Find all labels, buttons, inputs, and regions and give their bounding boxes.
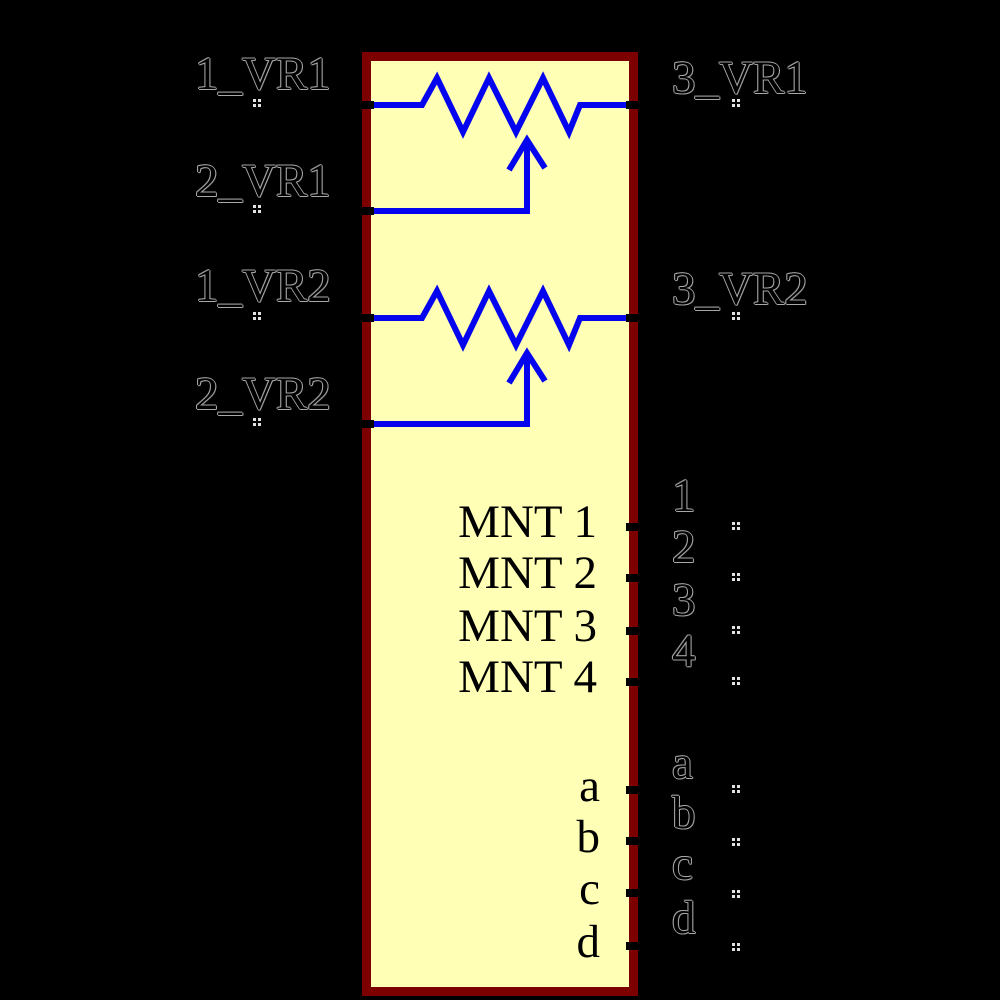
pin-number-c: c [672, 838, 693, 890]
pin-name-mnt4: MNT 4 [458, 651, 597, 703]
pin-attr-dots-icon [732, 890, 735, 893]
vr1-wiper-shaft [371, 141, 530, 214]
pin-name-d: d [576, 916, 601, 968]
pin-attr-dots-icon [732, 573, 735, 576]
pin-attr-dots-icon [253, 418, 256, 421]
pin-number-mnt1: 1 [672, 470, 696, 522]
pin-attr-dots-icon [253, 99, 256, 102]
pin-stub-ticks [358, 101, 642, 950]
pin-number-a: a [672, 737, 693, 789]
pin-name-mnt2: MNT 2 [458, 547, 597, 599]
pin-label-2-vr2: 2_VR2 [195, 368, 331, 420]
pin-number-mnt4: 4 [672, 625, 696, 677]
pin-attr-dots-icon [732, 677, 735, 680]
pin-name-c: c [579, 863, 600, 915]
pin-label-2-vr1: 2_VR1 [195, 155, 331, 207]
pin-name-a: a [579, 760, 600, 812]
pin-name-mnt3: MNT 3 [458, 600, 597, 652]
pin-attr-dots-icon [732, 785, 735, 788]
pin-attr-dots-icon [732, 943, 735, 946]
pin-attr-dots-icon [732, 626, 735, 629]
pin-number-mnt2: 2 [672, 521, 696, 573]
pin-label-3-vr1: 3_VR1 [672, 52, 808, 104]
pin-attr-dots-icon [732, 312, 735, 315]
pin-label-3-vr2: 3_VR2 [672, 263, 808, 315]
pin-attr-dots-icon [732, 838, 735, 841]
pin-number-b: b [672, 787, 696, 839]
pin-name-b: b [576, 811, 601, 863]
pin-attr-dots-icon [732, 99, 735, 102]
vr2-wiper-arrowhead [506, 347, 548, 385]
vr1-wiper-arrowhead [506, 134, 548, 172]
pin-number-d: d [672, 892, 696, 944]
pin-label-1-vr1: 1_VR1 [195, 48, 331, 100]
pin-attr-dots-icon [253, 312, 256, 315]
vr1-resistor-zigzag [371, 71, 629, 140]
pin-attr-dots-icon [253, 205, 256, 208]
pin-number-mnt3: 3 [672, 574, 696, 626]
vr2-resistor-zigzag [371, 284, 629, 353]
pin-name-mnt1: MNT 1 [458, 496, 597, 548]
pin-attr-dots-icon [732, 522, 735, 525]
vr2-wiper-shaft [371, 354, 530, 427]
pin-label-1-vr2: 1_VR2 [195, 260, 331, 312]
